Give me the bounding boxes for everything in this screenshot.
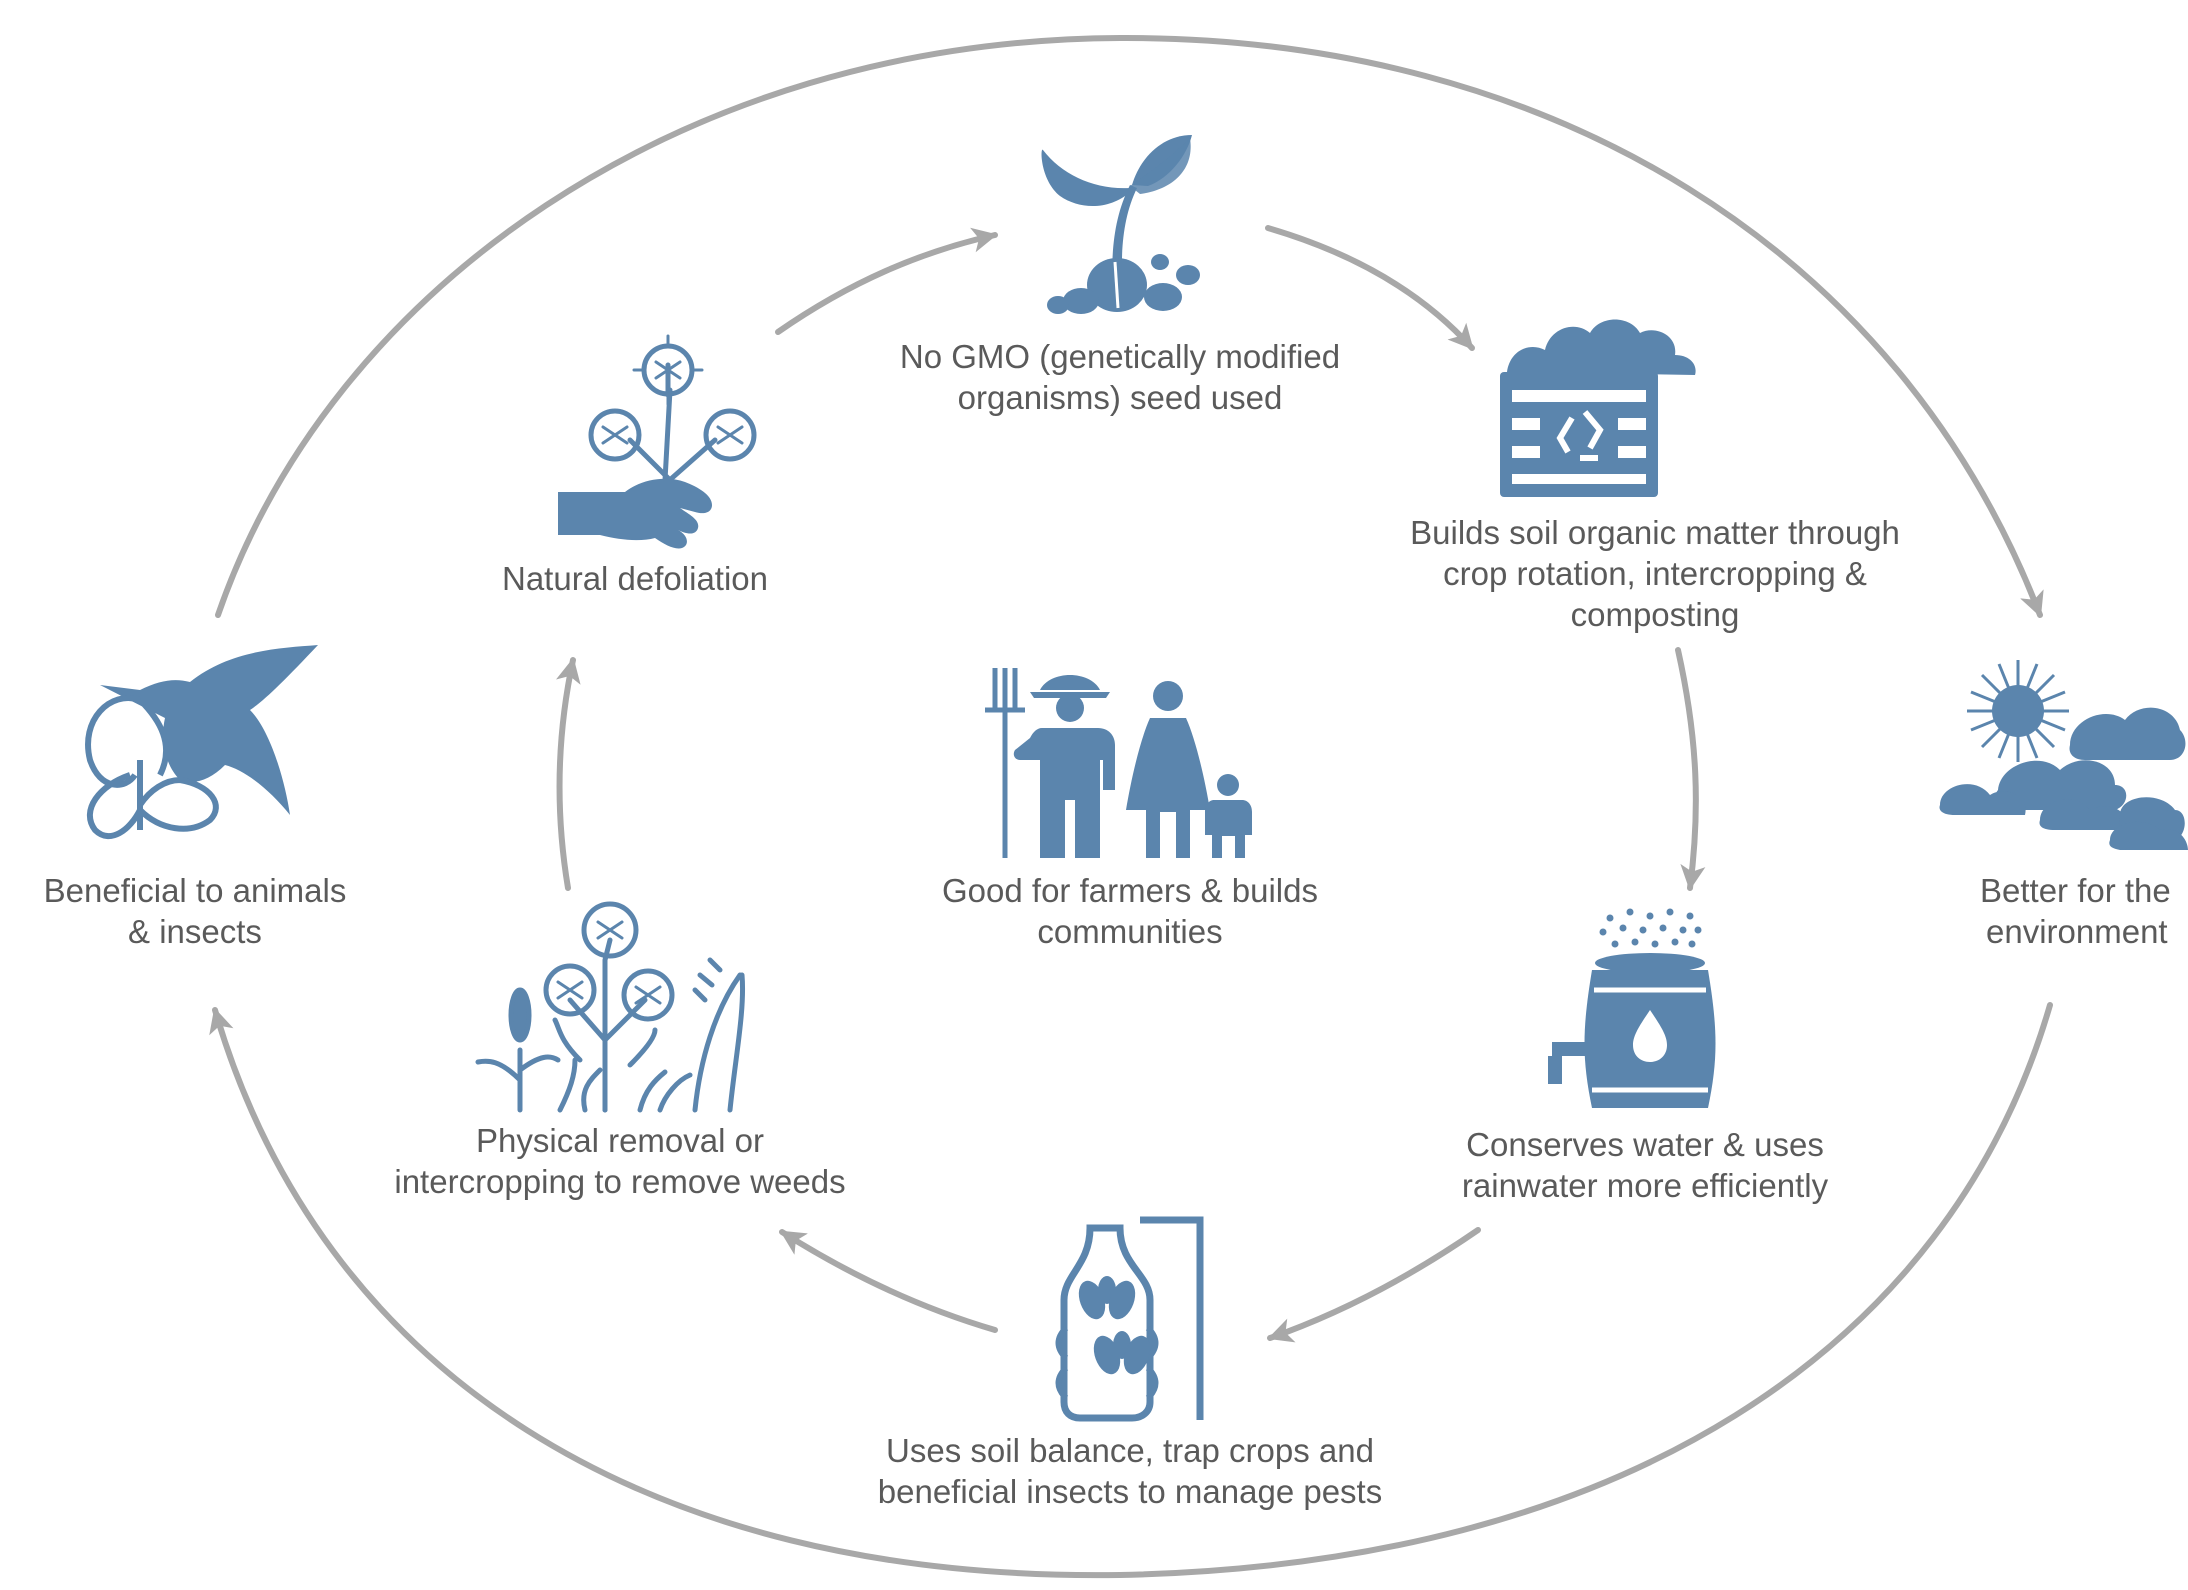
insect-trap-icon (1055, 1216, 1204, 1422)
sun-clouds-icon (1939, 660, 2188, 850)
fly-icon (1078, 1276, 1136, 1320)
label-line: rainwater more efficiently (1461, 1167, 1829, 1204)
inner-arrow-4 (1267, 1227, 1481, 1343)
inner-arrow-6 (555, 657, 581, 891)
label-line: Good for farmers & builds (942, 872, 1318, 909)
label-line: Builds soil organic matter through (1410, 514, 1900, 551)
label-good-for-farmers: Good for farmers & builds communities (900, 870, 1360, 952)
outer-cycle (209, 34, 2053, 1579)
label-line: crop rotation, intercropping & (1443, 555, 1867, 592)
farmer-family-icon (985, 668, 1252, 858)
label-line: communities (1037, 913, 1223, 950)
label-line: & insects (128, 913, 262, 950)
outer-arrow-bottom (209, 1002, 2053, 1579)
rain-barrel-icon (1548, 908, 1716, 1108)
hummingbird-butterfly-icon (85, 645, 318, 839)
fly-icon (1093, 1331, 1151, 1375)
label-no-gmo-seed: No GMO (genetically modified organisms) … (820, 336, 1420, 418)
label-line: environment (1986, 913, 2168, 950)
label-line: Conserves water & uses (1466, 1126, 1824, 1163)
label-conserves-water: Conserves water & uses rainwater more ef… (1385, 1124, 1905, 1206)
label-builds-soil-organic-matter: Builds soil organic matter through crop … (1355, 512, 1955, 635)
label-line: Better for the (1980, 872, 2171, 909)
label-line: Natural defoliation (502, 560, 768, 597)
label-line: composting (1570, 596, 1740, 633)
inner-arrow-3 (1675, 647, 1706, 891)
inner-arrow-1 (775, 227, 998, 335)
label-line: No GMO (genetically modified (899, 338, 1341, 375)
outer-arrow-top (215, 34, 2044, 618)
seedling-icon (1041, 135, 1200, 314)
hand-cotton-icon (558, 334, 757, 549)
label-line: Beneficial to animals (43, 872, 347, 909)
rain-drops (1599, 908, 1702, 948)
label-better-for-environment: Better for the environment (1960, 870, 2188, 952)
label-natural-defoliation: Natural defoliation (435, 558, 835, 599)
label-line: Physical removal or (476, 1122, 764, 1159)
label-line: intercropping to remove weeds (394, 1163, 846, 1200)
cotton-plants-icon (475, 901, 745, 1113)
label-line: Uses soil balance, trap crops and (886, 1432, 1374, 1469)
label-line: organisms) seed used (957, 379, 1283, 416)
inner-arrow-5 (779, 1229, 998, 1333)
inner-cycle (555, 225, 1706, 1343)
label-manage-pests: Uses soil balance, trap crops and benefi… (830, 1430, 1430, 1512)
label-beneficial-animals-insects: Beneficial to animals & insects (10, 870, 380, 952)
label-physical-weed-removal: Physical removal or intercropping to rem… (345, 1120, 895, 1202)
compost-bin-icon (1500, 319, 1696, 497)
label-line: beneficial insects to manage pests (877, 1473, 1383, 1510)
inner-arrow-2 (1265, 225, 1475, 351)
